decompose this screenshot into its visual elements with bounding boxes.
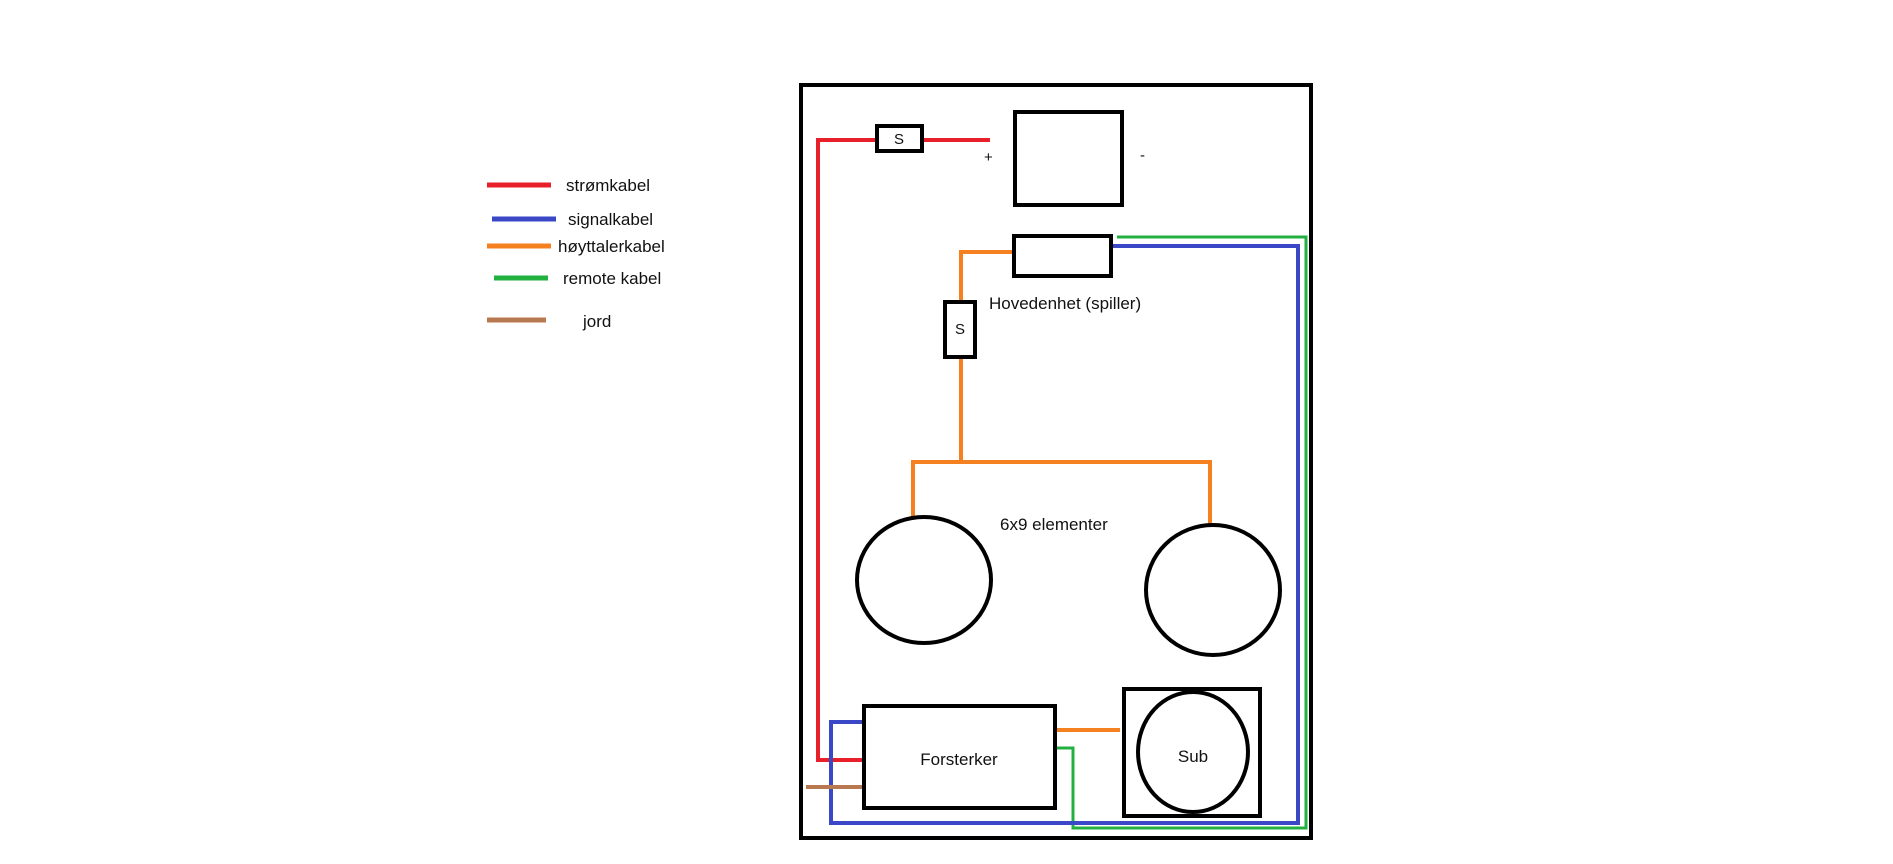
remote-cable (1053, 235, 1308, 830)
legend-label-speaker: høyttalerkabel (558, 237, 665, 256)
legend-label-signal: signalkabel (568, 210, 653, 229)
legend-label-power: strømkabel (566, 176, 650, 195)
battery-minus-label: - (1140, 147, 1145, 164)
power-fuse: S (875, 124, 924, 153)
subwoofer: Sub (1122, 687, 1262, 818)
subwoofer-cone (1136, 690, 1250, 814)
legend-label-remote: remote kabel (563, 269, 661, 288)
amplifier-label: Forsterker (920, 750, 998, 769)
head-unit-label: Hovedenhet (spiller) (989, 294, 1141, 313)
battery-plus-label: + (984, 149, 993, 166)
speaker-cable (911, 250, 1212, 732)
signal-cable (829, 244, 1300, 825)
power-cable (816, 138, 990, 762)
power-fuse-label: S (894, 131, 904, 148)
subwoofer-label: Sub (1178, 747, 1208, 766)
legend: strømkabel signalkabel høyttalerkabel re… (487, 176, 665, 331)
battery: + - (984, 110, 1145, 207)
speaker-fuse-label: S (955, 321, 965, 338)
speaker-fuse: S (943, 300, 977, 359)
head-unit: Hovedenhet (spiller) (989, 234, 1141, 313)
speakers-label: 6x9 elementer (1000, 515, 1108, 534)
legend-label-ground: jord (582, 312, 611, 331)
speaker-left (855, 515, 993, 645)
speakers: 6x9 elementer (855, 515, 1282, 657)
speaker-right (1144, 523, 1282, 657)
frame (799, 83, 1313, 840)
amplifier: Forsterker (862, 704, 1057, 810)
